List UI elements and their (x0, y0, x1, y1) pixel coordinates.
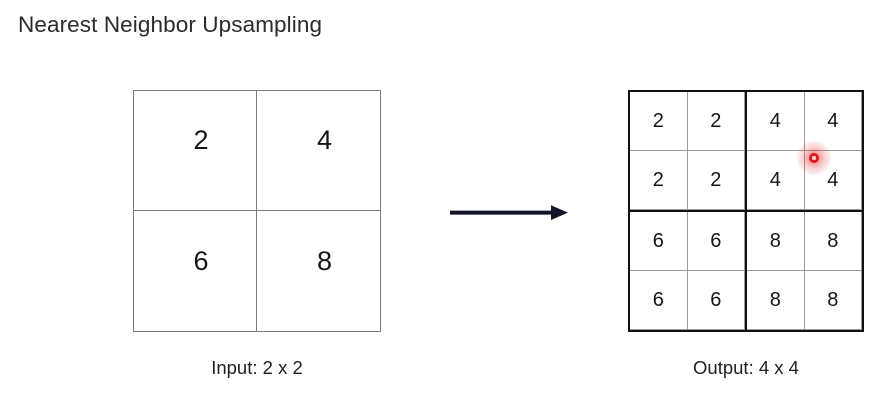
page-title: Nearest Neighbor Upsampling (18, 12, 323, 37)
output-cell-r2c3: 8 (804, 212, 862, 271)
input-cell-value: 6 (193, 245, 209, 276)
output-cell-value: 4 (827, 109, 839, 132)
output-cell-r1c3: 4 (804, 151, 862, 210)
output-cell-value: 2 (710, 109, 722, 132)
arrow-right-icon (450, 205, 568, 220)
output-cell-value: 2 (710, 168, 722, 191)
output-quadrant-top-left: 2 2 2 2 (630, 92, 746, 211)
output-cell-value: 8 (769, 288, 781, 311)
output-cell-r3c0: 6 (630, 271, 688, 330)
output-grid: 2 2 2 2 4 4 4 4 6 6 6 6 8 8 8 8 (628, 90, 864, 332)
output-cell-value: 4 (769, 109, 781, 132)
output-cell-value: 6 (710, 288, 722, 311)
input-cell-r1c0: 6 (134, 211, 257, 331)
output-cell-r2c1: 6 (687, 212, 745, 271)
output-quadrant-bottom-right: 8 8 8 8 (746, 211, 862, 330)
output-cell-r0c1: 2 (687, 92, 745, 151)
input-grid: 2 4 6 8 (133, 90, 381, 332)
input-cell-value: 4 (316, 125, 333, 155)
output-quadrant-top-right: 4 4 4 4 (746, 92, 862, 211)
output-cell-value: 6 (652, 229, 664, 252)
output-cell-r2c0: 6 (630, 212, 688, 271)
marker-center (812, 156, 816, 160)
output-cell-r2c2: 8 (747, 212, 805, 271)
output-cell-value: 8 (827, 229, 839, 252)
output-cell-r3c1: 6 (687, 271, 745, 330)
output-cell-value: 8 (769, 229, 781, 252)
output-cell-value: 8 (827, 288, 839, 311)
input-caption: Input: 2 x 2 (211, 357, 303, 378)
input-cell-r0c1: 4 (257, 91, 380, 211)
output-cell-value: 6 (710, 229, 722, 252)
output-caption: Output: 4 x 4 (693, 357, 799, 378)
output-cell-value: 4 (827, 168, 839, 191)
output-cell-value: 6 (652, 288, 664, 311)
output-cell-r0c0: 2 (630, 92, 688, 151)
output-cell-r1c0: 2 (630, 151, 688, 210)
output-cell-r3c2: 8 (747, 271, 805, 330)
input-cell-r0c0: 2 (134, 91, 257, 211)
input-cell-r1c1: 8 (257, 211, 380, 331)
output-cell-value: 2 (652, 109, 664, 132)
output-cell-r1c1: 2 (687, 151, 745, 210)
output-cell-value: 2 (652, 168, 664, 191)
output-cell-r0c2: 4 (747, 92, 805, 151)
output-cell-r0c3: 4 (804, 92, 862, 151)
input-cell-value: 8 (316, 245, 333, 276)
output-cell-r3c3: 8 (804, 271, 862, 330)
output-cell-value: 4 (769, 168, 781, 191)
input-cell-value: 2 (193, 125, 209, 155)
output-quadrant-bottom-left: 6 6 6 6 (630, 211, 746, 330)
output-cell-r1c2: 4 (747, 151, 805, 210)
